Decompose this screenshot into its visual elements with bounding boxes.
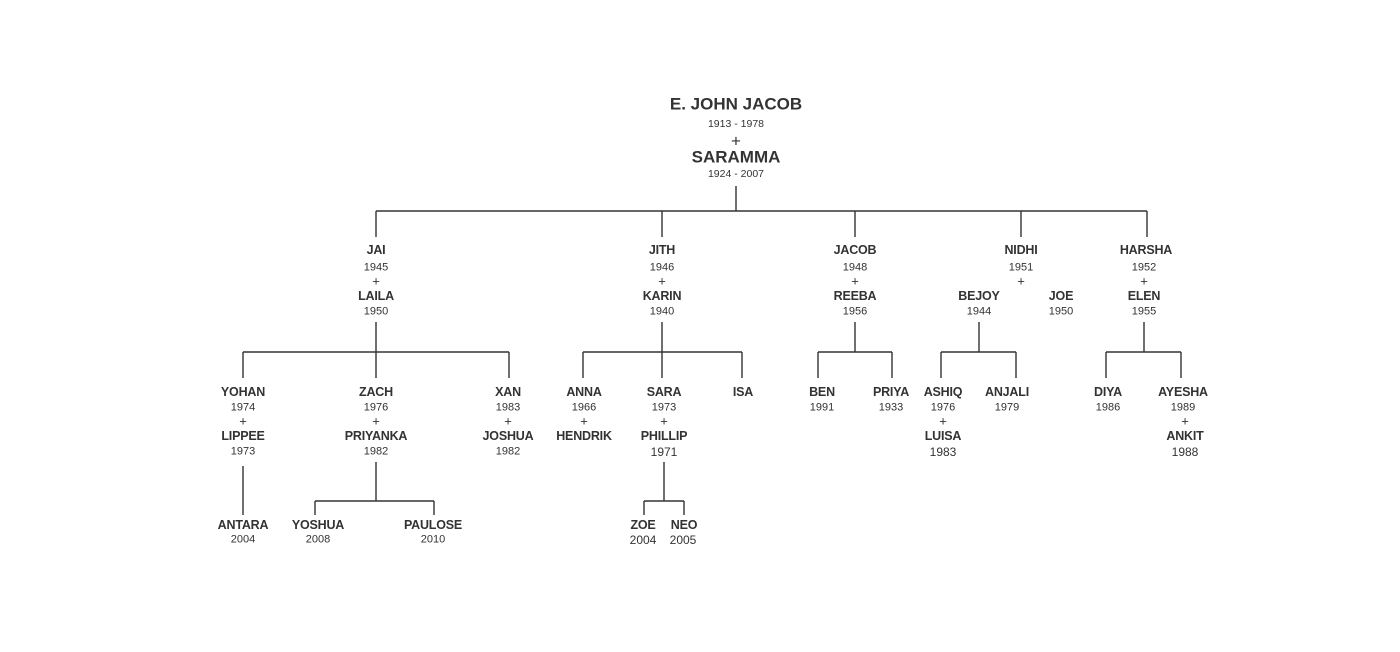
person-year: 2010 — [420, 533, 446, 546]
person-name: JAI — [366, 242, 386, 257]
spouse-year: 1983 — [929, 445, 957, 459]
root-spouse-name: SARAMMA — [691, 147, 781, 167]
person-name: ANJALI — [985, 384, 1029, 399]
spouse-name: KARIN — [642, 288, 682, 303]
person-name: DIYA — [1094, 384, 1122, 399]
spouse-name: PRIYANKA — [344, 428, 408, 443]
spouse-year: 1971 — [650, 445, 678, 459]
plus-sign: + — [660, 413, 668, 429]
person-year: 1945 — [363, 261, 389, 274]
plus-sign: + — [851, 273, 859, 289]
person-year: 1948 — [842, 261, 868, 274]
person-year: 1989 — [1170, 401, 1196, 414]
person-year: 1946 — [649, 261, 675, 274]
person-year: 1973 — [651, 401, 677, 414]
spouse-year: 1950 — [363, 305, 389, 318]
person-name: ASHIQ — [923, 384, 963, 399]
spouse-name: REEBA — [833, 288, 877, 303]
spouse-year: 1982 — [363, 445, 389, 458]
root-name: E. JOHN JACOB — [669, 94, 803, 114]
connector-jai — [242, 322, 510, 378]
person-year: 1976 — [363, 401, 389, 414]
spouse-name: JOSHUA — [482, 428, 534, 443]
person-year: 2004 — [230, 533, 256, 546]
root-years: 1913 - 1978 — [707, 117, 765, 130]
plus-sign: + — [372, 273, 380, 289]
person-name: YOHAN — [220, 384, 266, 399]
person-name: NIDHI — [1004, 242, 1038, 257]
plus-sign: + — [1140, 273, 1148, 289]
person-year: 1979 — [994, 401, 1020, 414]
connector-zach — [314, 462, 435, 515]
person-name: PAULOSE — [403, 517, 463, 532]
spouse-year: 1950 — [1048, 305, 1074, 318]
connector-nidhi — [940, 322, 1017, 378]
plus-sign: + — [372, 413, 380, 429]
person-name: HARSHA — [1119, 242, 1173, 257]
plus-sign: + — [1017, 273, 1025, 289]
person-name: ISA — [732, 384, 754, 399]
person-name: PRIYA — [872, 384, 910, 399]
person-year: 1991 — [809, 401, 835, 414]
plus-sign: + — [580, 413, 588, 429]
person-name: ANTARA — [217, 517, 269, 532]
spouse-name: JOE — [1048, 288, 1074, 303]
person-year: 1983 — [495, 401, 521, 414]
person-year: 1974 — [230, 401, 256, 414]
plus-sign: + — [504, 413, 512, 429]
spouse-year: 1956 — [842, 305, 868, 318]
connector-harsha — [1105, 322, 1182, 378]
spouse-year: 1988 — [1171, 445, 1199, 459]
spouse-year: 1982 — [495, 445, 521, 458]
person-name: XAN — [495, 384, 521, 399]
person-year: 2004 — [629, 533, 657, 547]
person-year: 1966 — [571, 401, 597, 414]
plus-sign: + — [939, 413, 947, 429]
person-year: 2005 — [669, 533, 697, 547]
connector-sara — [643, 462, 685, 515]
person-name: BEN — [809, 384, 835, 399]
person-name: SARA — [646, 384, 682, 399]
person-year: 1986 — [1095, 401, 1121, 414]
person-name: ZOE — [630, 517, 656, 532]
spouse-year: 1973 — [230, 445, 256, 458]
person-name: JACOB — [833, 242, 877, 257]
spouse-year: 1944 — [966, 305, 992, 318]
person-year: 1952 — [1131, 261, 1157, 274]
person-name: NEO — [670, 517, 698, 532]
spouse-name: PHILLIP — [640, 428, 688, 443]
spouse-year: 1940 — [649, 305, 675, 318]
spouse-name: HENDRIK — [556, 428, 612, 443]
spouse-name: LIPPEE — [221, 428, 265, 443]
person-name: ANNA — [566, 384, 602, 399]
spouse-name: BEJOY — [958, 288, 1000, 303]
connector-root — [375, 186, 1148, 237]
plus-sign: + — [658, 273, 666, 289]
connector-jacob — [817, 322, 893, 378]
person-name: AYESHA — [1158, 384, 1208, 399]
plus-sign: + — [731, 131, 741, 151]
plus-sign: + — [239, 413, 247, 429]
spouse-name: ELEN — [1127, 288, 1161, 303]
person-name: ZACH — [359, 384, 393, 399]
person-year: 1976 — [930, 401, 956, 414]
person-name: JITH — [648, 242, 676, 257]
person-name: YOSHUA — [291, 517, 345, 532]
connector-jith — [582, 322, 743, 378]
root-spouse-years: 1924 - 2007 — [707, 167, 765, 180]
person-year: 1951 — [1008, 261, 1034, 274]
spouse-name: ANKIT — [1166, 428, 1204, 443]
plus-sign: + — [1181, 413, 1189, 429]
spouse-name: LUISA — [924, 428, 962, 443]
spouse-name: LAILA — [358, 288, 394, 303]
person-year: 1933 — [878, 401, 904, 414]
person-year: 2008 — [305, 533, 331, 546]
spouse-year: 1955 — [1131, 305, 1157, 318]
